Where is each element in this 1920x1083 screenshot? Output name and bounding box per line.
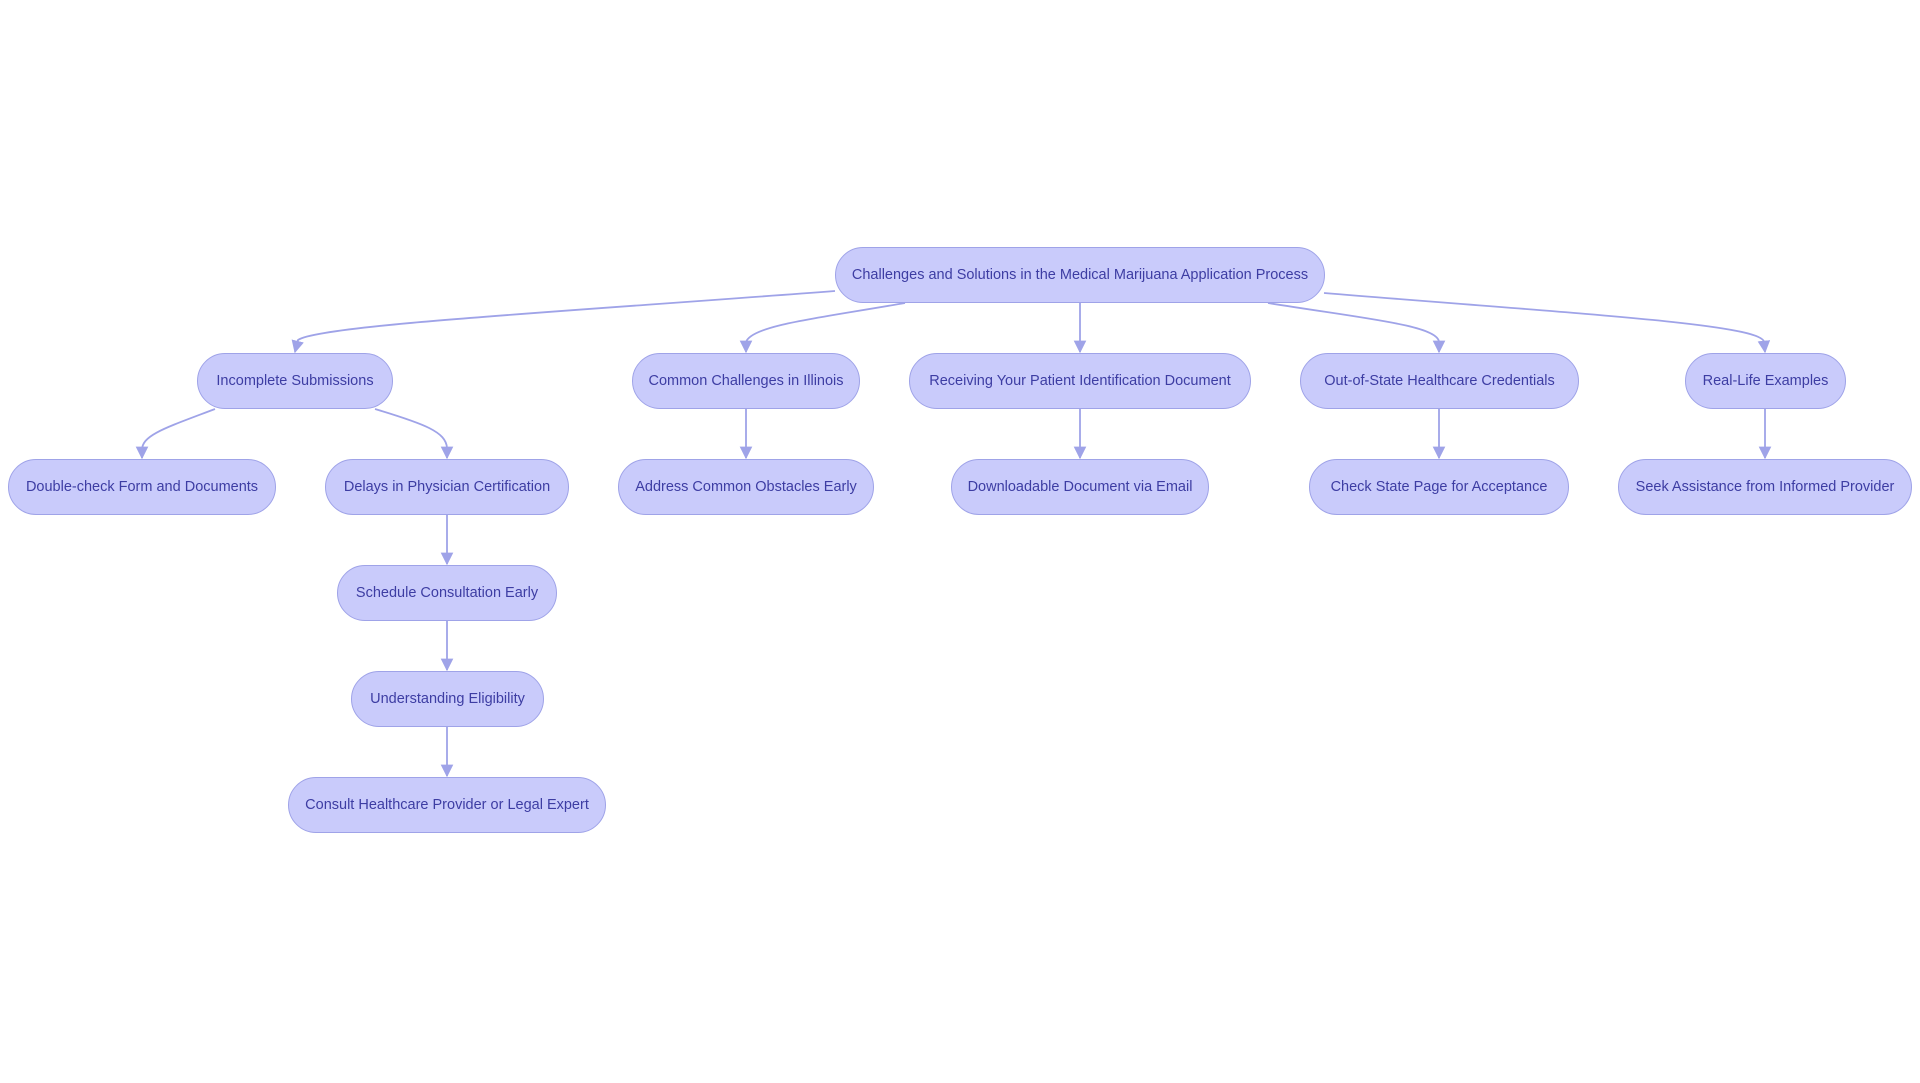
node-double-check-form: Double-check Form and Documents	[8, 459, 276, 515]
node-understanding-eligibility: Understanding Eligibility	[351, 671, 544, 727]
edge-root-outofstate	[1267, 302, 1446, 354]
node-downloadable-document: Downloadable Document via Email	[951, 459, 1209, 515]
node-check-state-page: Check State Page for Acceptance	[1309, 459, 1569, 515]
edge-root-illinois	[739, 302, 906, 354]
node-out-of-state-credentials: Out-of-State Healthcare Credentials	[1300, 353, 1579, 409]
node-receiving-patient-id: Receiving Your Patient Identification Do…	[909, 353, 1251, 409]
node-address-obstacles: Address Common Obstacles Early	[618, 459, 874, 515]
node-delays-physician-cert: Delays in Physician Certification	[325, 459, 569, 515]
edge-incomplete-delays	[374, 408, 454, 460]
node-real-life-examples: Real-Life Examples	[1685, 353, 1846, 409]
node-schedule-consultation: Schedule Consultation Early	[337, 565, 557, 621]
node-common-challenges-illinois: Common Challenges in Illinois	[632, 353, 860, 409]
edge-root-incomplete	[291, 290, 836, 354]
node-incomplete-submissions: Incomplete Submissions	[197, 353, 393, 409]
node-root: Challenges and Solutions in the Medical …	[835, 247, 1325, 303]
edge-root-reallife	[1323, 292, 1771, 354]
edge-incomplete-doublecheck	[135, 408, 216, 460]
node-consult-provider-legal: Consult Healthcare Provider or Legal Exp…	[288, 777, 606, 833]
node-seek-assistance: Seek Assistance from Informed Provider	[1618, 459, 1912, 515]
